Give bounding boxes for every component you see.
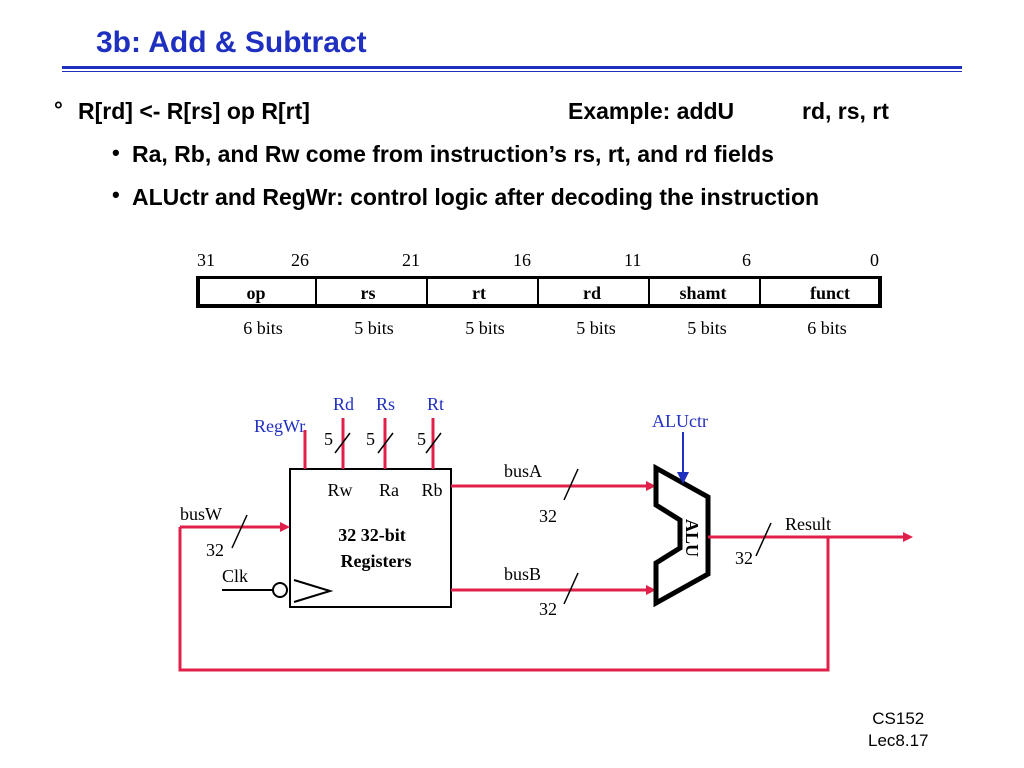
field-funct: funct bbox=[810, 283, 850, 303]
sub-bullet-marker: • bbox=[112, 182, 120, 207]
field-width: 5 bits bbox=[465, 318, 505, 338]
result-slash bbox=[755, 522, 772, 557]
rt-width: 5 bbox=[417, 429, 426, 449]
bit-positions: 31 26 21 16 11 6 0 bbox=[197, 250, 879, 270]
port-ra: Ra bbox=[379, 480, 399, 500]
field-width: 5 bits bbox=[687, 318, 727, 338]
field-op: op bbox=[246, 283, 265, 303]
example-label: Example: addU bbox=[568, 98, 735, 124]
rt-label: Rt bbox=[427, 394, 444, 414]
alu-label: ALU bbox=[682, 519, 702, 557]
writeback-feedback-wire bbox=[178, 527, 830, 672]
field-width: 6 bits bbox=[243, 318, 283, 338]
busB-slash bbox=[563, 572, 579, 605]
busB-arrow bbox=[646, 585, 656, 595]
bit-position: 11 bbox=[624, 250, 641, 270]
field-rd: rd bbox=[583, 283, 601, 303]
alu-block bbox=[653, 463, 711, 608]
field-width: 5 bits bbox=[354, 318, 394, 338]
clk-label: Clk bbox=[222, 566, 248, 586]
busW-arrow bbox=[280, 522, 290, 532]
sub-bullet-1: Ra, Rb, and Rw come from instruction’s r… bbox=[132, 141, 774, 167]
result-arrow bbox=[903, 532, 913, 542]
rd-label: Rd bbox=[333, 394, 354, 414]
port-rb: Rb bbox=[421, 480, 442, 500]
clock-edge-symbol bbox=[293, 579, 334, 603]
busA-width: 32 bbox=[539, 506, 557, 526]
busB-width: 32 bbox=[539, 599, 557, 619]
sub-bullet-2: ALUctr and RegWr: control logic after de… bbox=[132, 184, 820, 210]
title-underline-thin bbox=[62, 71, 962, 72]
title-underline bbox=[62, 66, 962, 69]
rs-label: Rs bbox=[376, 394, 395, 414]
footer-course: CS152 bbox=[872, 709, 925, 728]
busA-label: busA bbox=[504, 461, 542, 481]
regfile-title: 32 32-bit bbox=[338, 525, 406, 545]
field-names: op rs rt rd shamt funct bbox=[246, 283, 850, 303]
busW-label: busW bbox=[180, 504, 222, 524]
field-width: 6 bits bbox=[807, 318, 847, 338]
field-width: 5 bits bbox=[576, 318, 616, 338]
bit-position: 26 bbox=[291, 250, 309, 270]
field-widths: 6 bits 5 bits 5 bits 5 bits 5 bits 6 bit… bbox=[243, 318, 847, 338]
field-shamt: shamt bbox=[679, 283, 726, 303]
busW-width: 32 bbox=[206, 540, 224, 560]
field-rs: rs bbox=[361, 283, 376, 303]
register-specifier-labels: Rd Rs Rt bbox=[333, 394, 444, 414]
width-slashes bbox=[334, 432, 442, 454]
result-width: 32 bbox=[735, 548, 753, 568]
bullet-rtl: R[rd] <- R[rs] op R[rt] bbox=[78, 98, 310, 124]
bit-position: 31 bbox=[197, 250, 215, 270]
bit-position: 16 bbox=[513, 250, 531, 270]
field-rt: rt bbox=[472, 283, 486, 303]
busA-arrow bbox=[646, 481, 656, 491]
busA-slash bbox=[563, 468, 579, 501]
field-dividers bbox=[315, 279, 761, 304]
busB-label: busB bbox=[504, 564, 541, 584]
result-label: Result bbox=[785, 514, 831, 534]
slide-title: 3b: Add & Subtract bbox=[96, 26, 367, 59]
sub-bullet-marker: • bbox=[112, 140, 120, 165]
register-file bbox=[289, 468, 452, 608]
bullet-marker: ° bbox=[54, 97, 63, 122]
port-rw: Rw bbox=[327, 480, 352, 500]
example-operands: rd, rs, rt bbox=[802, 98, 889, 124]
footer: CS152 Lec8.17 bbox=[868, 708, 929, 752]
specifier-widths: 5 5 5 bbox=[324, 429, 426, 449]
bit-position: 6 bbox=[742, 250, 751, 270]
rs-width: 5 bbox=[366, 429, 375, 449]
regfile-ports: Rw Ra Rb bbox=[327, 480, 442, 500]
footer-lecture: Lec8.17 bbox=[868, 731, 929, 750]
regwr-label: RegWr bbox=[254, 416, 305, 436]
clock-inverter-bubble bbox=[272, 582, 288, 598]
aluctr-arrow bbox=[677, 472, 689, 484]
busW-slash bbox=[231, 514, 248, 549]
aluctr-label: ALUctr bbox=[652, 411, 708, 431]
regfile-subtitle: Registers bbox=[341, 551, 412, 571]
bit-position: 0 bbox=[870, 250, 879, 270]
bit-position: 21 bbox=[402, 250, 420, 270]
rd-width: 5 bbox=[324, 429, 333, 449]
